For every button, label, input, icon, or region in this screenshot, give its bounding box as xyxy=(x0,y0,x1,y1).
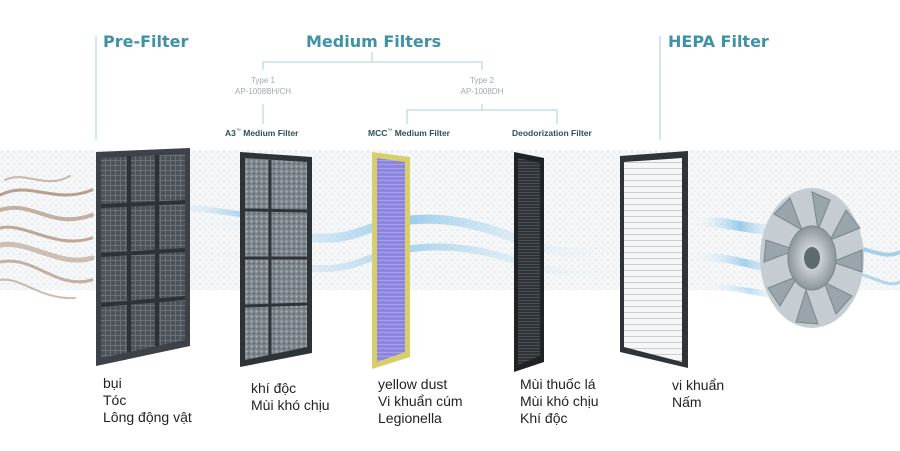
caption-line: yellow dust xyxy=(378,376,448,392)
pre-filter-heading: Pre-Filter xyxy=(103,32,189,51)
a3-name: A3 xyxy=(225,128,236,138)
caption-line: Mùi khó chịu xyxy=(251,397,330,413)
caption-line: Khí độc xyxy=(520,410,568,426)
pre-filter-caption: bụi Tóc Lông động vật xyxy=(103,375,192,426)
a3-suffix: Medium Filter xyxy=(240,128,299,138)
dust-particles xyxy=(0,175,95,300)
caption-line: Tóc xyxy=(103,392,127,408)
fan-icon xyxy=(760,188,864,328)
guide-lines xyxy=(95,36,661,140)
caption-line: vi khuẩn xyxy=(672,377,725,393)
type2-name: Type 2 xyxy=(469,76,494,85)
pre-filter-panel xyxy=(96,148,190,366)
caption-line: Nấm xyxy=(672,394,702,410)
type2-label: Type 2 AP-1008DH xyxy=(442,75,522,97)
caption-line: khí độc xyxy=(251,380,297,396)
caption-line: Mùi thuốc lá xyxy=(520,376,596,392)
hepa-filter-panel xyxy=(620,151,688,368)
caption-line: Mùi khó chịu xyxy=(520,393,599,409)
medium-filters-heading: Medium Filters xyxy=(306,32,442,51)
type1-label: Type 1 AP-1008BH/CH xyxy=(223,75,303,97)
type1-model: AP-1008BH/CH xyxy=(234,87,292,96)
type2-model: AP-1008DH xyxy=(460,87,504,96)
a3-medium-filter-panel xyxy=(240,152,312,367)
deodorization-caption: Mùi thuốc lá Mùi khó chịu Khí độc xyxy=(520,376,599,427)
mcc-tm: ™ xyxy=(387,128,393,135)
mcc-caption: yellow dust Vi khuẩn cúm Legionella xyxy=(378,376,463,427)
a3-tm: ™ xyxy=(235,128,241,135)
deodorization-filter-panel xyxy=(514,152,544,372)
mcc-name: MCC xyxy=(368,128,388,138)
a3-caption: khí độc Mùi khó chịu xyxy=(251,380,330,414)
caption-line: Vi khuẩn cúm xyxy=(378,393,463,409)
caption-line: bụi xyxy=(103,375,122,391)
a3-medium-filter-label: A3™ Medium Filter xyxy=(225,128,299,138)
mcc-medium-filter-panel xyxy=(372,152,410,369)
mcc-medium-filter-label: MCC™ Medium Filter xyxy=(368,128,450,138)
hepa-filter-heading: HEPA Filter xyxy=(668,32,769,51)
caption-line: Lông động vật xyxy=(103,409,192,425)
mcc-suffix: Medium Filter xyxy=(392,128,450,138)
type1-name: Type 1 xyxy=(250,76,275,85)
deodorization-filter-label: Deodorization Filter xyxy=(512,128,592,138)
hepa-caption: vi khuẩn Nấm xyxy=(672,377,724,411)
caption-line: Legionella xyxy=(378,410,442,426)
